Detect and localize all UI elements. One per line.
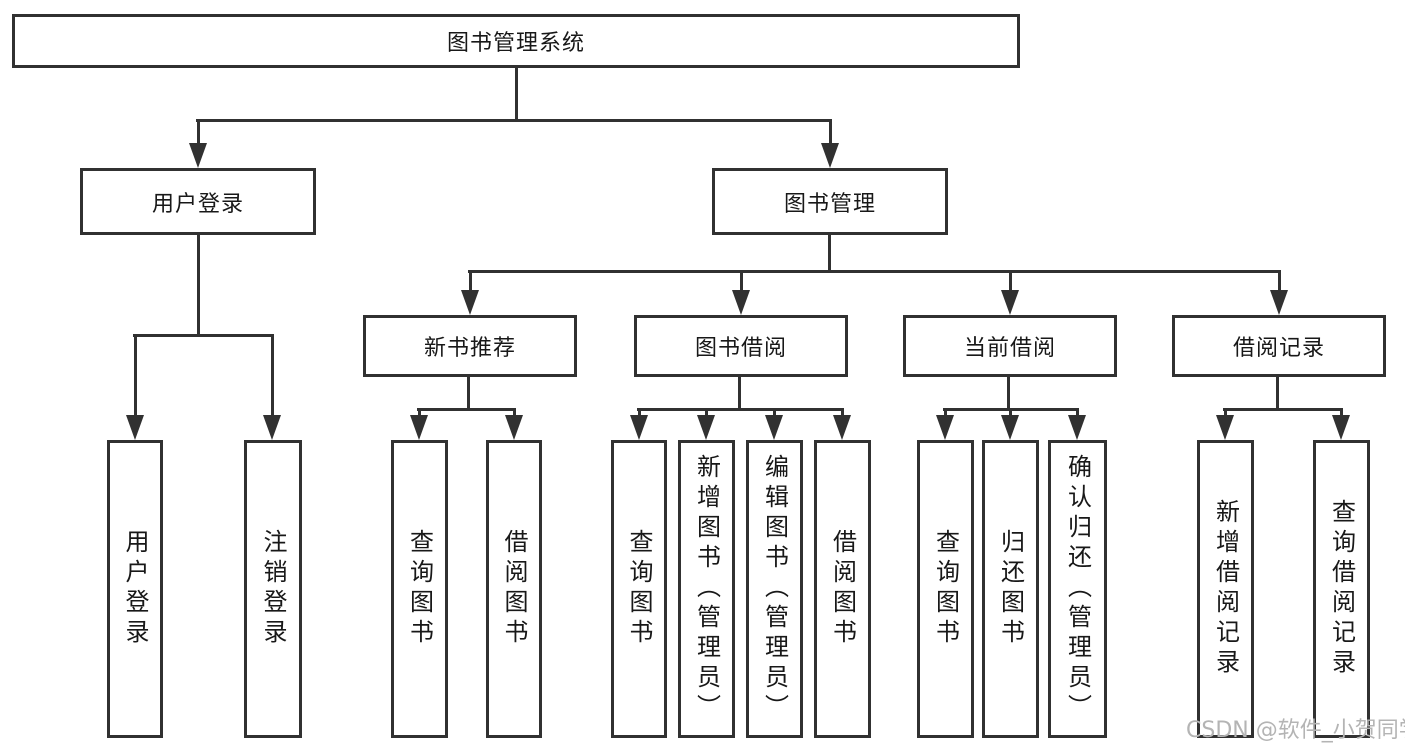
- node-book-borrowing: 图书借阅: [634, 315, 848, 377]
- arrow-to-br-query: [1332, 410, 1350, 440]
- leaf-bb-query-books: 查询图书: [611, 440, 667, 738]
- leaf-bb-edit-books-admin: 编辑图书（管理员）: [746, 440, 803, 738]
- connector-user-login-vertical: [197, 235, 200, 337]
- arrow-to-bb-query: [630, 410, 648, 440]
- connector-user-login-horizontal: [133, 334, 274, 337]
- arrow-to-new-book-recommend: [461, 272, 479, 315]
- csdn-watermark: CSDN @软件_小贺同学: [1186, 718, 1405, 743]
- connector-root-horizontal: [196, 119, 832, 122]
- connector-level3-horizontal: [468, 270, 1281, 273]
- arrow-to-leaf-logout: [263, 336, 281, 440]
- leaf-br-add-record: 新增借阅记录: [1197, 440, 1254, 738]
- connector-cb-vertical: [1007, 377, 1010, 411]
- arrow-to-nbr-query: [410, 410, 428, 440]
- leaf-br-query-record: 查询借阅记录: [1313, 440, 1370, 738]
- leaf-logout: 注销登录: [244, 440, 302, 738]
- connector-br-vertical: [1276, 377, 1279, 411]
- arrow-to-bb-edit: [765, 410, 783, 440]
- arrow-to-cb-confirm: [1068, 410, 1086, 440]
- leaf-cb-query-books: 查询图书: [917, 440, 974, 738]
- arrow-to-nbr-borrow: [505, 410, 523, 440]
- connector-br-horizontal: [1223, 408, 1343, 411]
- connector-bb-horizontal: [637, 408, 844, 411]
- arrow-to-cb-query: [936, 410, 954, 440]
- leaf-user-login: 用户登录: [107, 440, 163, 738]
- leaf-nbr-borrow-books: 借阅图书: [486, 440, 542, 738]
- arrow-to-book-borrowing: [732, 272, 750, 315]
- connector-root-vertical: [515, 67, 518, 121]
- node-current-borrowing: 当前借阅: [903, 315, 1117, 377]
- leaf-cb-confirm-return-admin: 确认归还（管理员）: [1048, 440, 1107, 738]
- arrow-to-user-login: [189, 119, 207, 168]
- connector-cb-horizontal: [943, 408, 1079, 411]
- connector-nbr-vertical: [467, 377, 470, 411]
- connector-bb-vertical: [738, 377, 741, 411]
- node-new-book-recommend: 新书推荐: [363, 315, 577, 377]
- arrow-to-book-management: [821, 119, 839, 168]
- leaf-nbr-query-books: 查询图书: [391, 440, 448, 738]
- arrow-to-bb-borrow: [833, 410, 851, 440]
- leaf-bb-add-books-admin: 新增图书（管理员）: [678, 440, 735, 738]
- node-user-login: 用户登录: [80, 168, 316, 235]
- arrow-to-leaf-user-login: [126, 336, 144, 440]
- connector-book-management-vertical: [828, 235, 831, 273]
- arrow-to-borrowing-records: [1270, 272, 1288, 315]
- connector-nbr-horizontal: [417, 408, 516, 411]
- leaf-bb-borrow-books: 借阅图书: [814, 440, 871, 738]
- node-borrowing-records: 借阅记录: [1172, 315, 1386, 377]
- leaf-cb-return-books: 归还图书: [982, 440, 1039, 738]
- arrow-to-current-borrowing: [1001, 272, 1019, 315]
- arrow-to-br-add: [1216, 410, 1234, 440]
- arrow-to-bb-add: [697, 410, 715, 440]
- arrow-to-cb-return: [1001, 410, 1019, 440]
- node-book-management: 图书管理: [712, 168, 948, 235]
- node-library-system: 图书管理系统: [12, 14, 1020, 68]
